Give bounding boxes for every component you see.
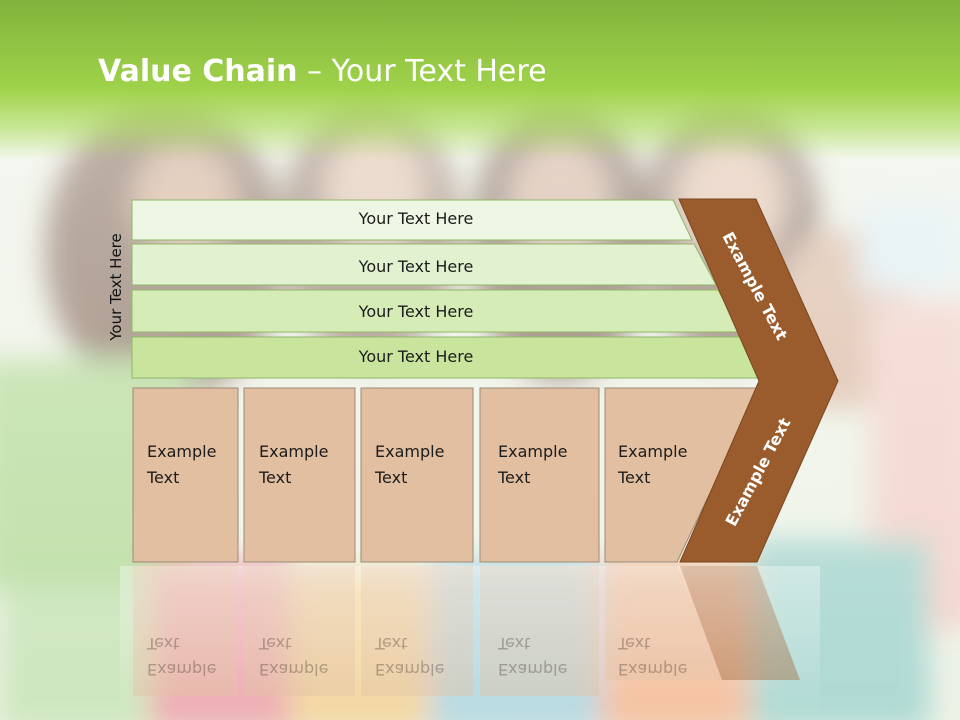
box-reflection-1: Example Text — [147, 634, 217, 679]
box-label-3: Example Text — [375, 442, 445, 487]
side-label: Your Text Here — [107, 233, 125, 341]
box-reflection-4: Example Text — [498, 634, 568, 679]
box-label-1: Example Text — [147, 442, 217, 487]
box-5 — [604, 387, 761, 563]
row-bar-1 — [131, 199, 693, 241]
row-label-2: Your Text Here — [358, 257, 474, 276]
row-label-1: Your Text Here — [358, 209, 474, 228]
box-2 — [243, 387, 356, 563]
title-rest: – Your Text Here — [297, 54, 547, 89]
box-label-2: Example Text — [259, 442, 329, 487]
box-label-4: Example Text — [498, 442, 568, 487]
row-label-4: Your Text Here — [358, 347, 474, 366]
chevron-arrow — [678, 198, 839, 563]
box-4 — [479, 387, 600, 563]
box-reflection-3: Example Text — [375, 634, 445, 679]
slide-title: Value Chain – Your Text Here — [98, 54, 547, 89]
row-bar-2 — [131, 243, 717, 286]
title-bold: Value Chain — [98, 54, 298, 89]
box-1 — [132, 387, 239, 563]
box-reflection-5: Example Text — [618, 634, 688, 679]
box-reflection-2: Example Text — [259, 634, 329, 679]
row-label-3: Your Text Here — [358, 302, 474, 321]
box-label-5: Example Text — [618, 442, 688, 487]
box-3 — [360, 387, 474, 563]
header-band — [0, 0, 960, 160]
